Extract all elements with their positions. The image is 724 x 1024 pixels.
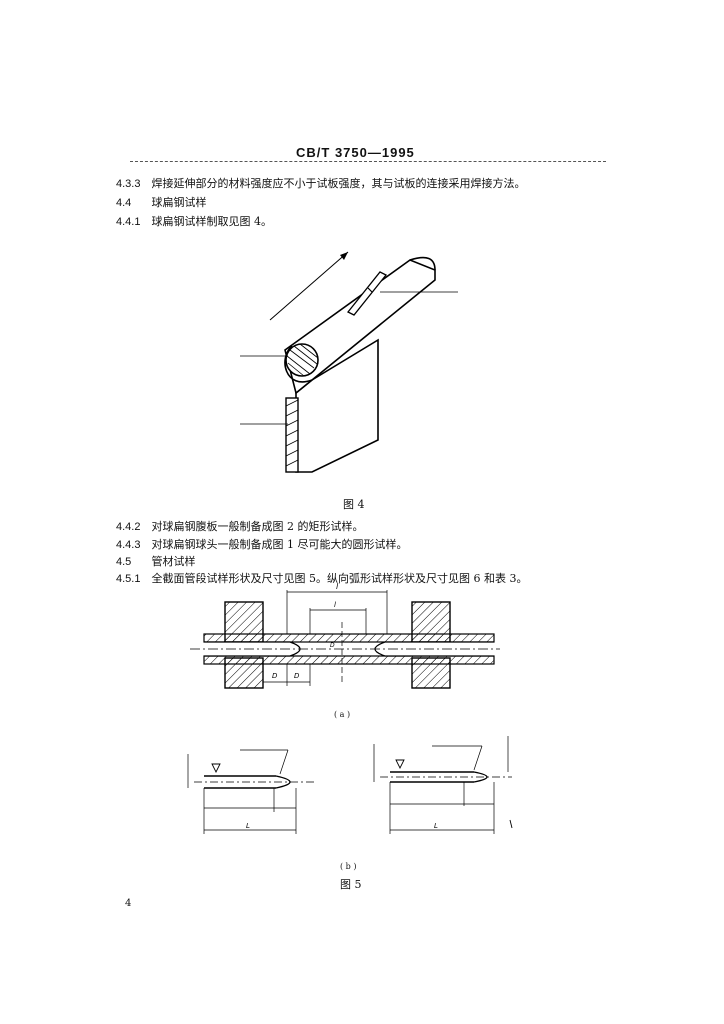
- paragraph-4-3-3: 4.3.3 焊接延伸部分的材料强度应不小于试板强度，其与试板的连接采用焊接方法。: [116, 175, 526, 191]
- standard-code: CB/T 3750—1995: [296, 145, 415, 160]
- impact-specimen: [346, 271, 388, 316]
- figure-4-drawing: [240, 251, 458, 473]
- clause-text: 焊接延伸部分的材料强度应不小于试板强度，其与试板的连接采用焊接方法。: [151, 177, 526, 190]
- clause-text: 全截面管段试样形状及尺寸见图 5。纵向弧形试样形状及尺寸见图 6 和表 3。: [151, 572, 528, 585]
- dim-l: l: [336, 582, 339, 591]
- clause-text: 球扁钢试样制取见图 4。: [151, 215, 273, 228]
- round-specimen: [285, 343, 319, 377]
- rolling-direction-arrow: [269, 251, 349, 321]
- dim-d0-right: D: [294, 672, 300, 680]
- clause-text: 管材试样: [151, 555, 196, 568]
- paragraph-4-4-3: 4.4.3 对球扁钢球头一般制备成图 1 尽可能大的圆形试样。: [116, 536, 408, 552]
- rect-specimen: [285, 397, 299, 473]
- clause-number: 4.3.3: [116, 178, 141, 190]
- tube-wall-top: [203, 633, 495, 643]
- clause-number: 4.5.1: [116, 573, 141, 585]
- paragraph-4-5-1: 4.5.1 全截面管段试样形状及尺寸见图 5。纵向弧形试样形状及尺寸见图 6 和…: [116, 570, 527, 586]
- header-rule: [130, 161, 606, 162]
- dim-lc: l: [334, 601, 336, 609]
- dim-diameter: D: [330, 642, 335, 649]
- heading-4-4: 4.4 球扁钢试样: [116, 194, 207, 210]
- roughness-symbol: [395, 759, 405, 770]
- clause-number: 4.4.1: [116, 216, 141, 228]
- figure-5b-label: ( b ): [340, 862, 357, 871]
- figure-5a-label: ( a ): [334, 710, 351, 719]
- clause-text: 对球扁钢球头一般制备成图 1 尽可能大的圆形试样。: [151, 538, 408, 551]
- clause-text: 对球扁钢腹板一般制备成图 2 的矩形试样。: [151, 520, 364, 533]
- figure-4-caption: 图 4: [343, 498, 365, 511]
- page-number: 4: [125, 898, 132, 909]
- paragraph-4-4-2: 4.4.2 对球扁钢腹板一般制备成图 2 的矩形试样。: [116, 518, 364, 534]
- heading-4-5: 4.5 管材试样: [116, 553, 196, 569]
- paragraph-4-4-1: 4.4.1 球扁钢试样制取见图 4。: [116, 213, 272, 229]
- figure-5-caption: 图 5: [340, 878, 362, 891]
- dim-lt: L: [434, 822, 438, 830]
- clause-text: 球扁钢试样: [151, 196, 207, 209]
- tube-wall-bottom: [203, 655, 495, 665]
- clause-number: 4.5: [116, 556, 132, 568]
- roughness-symbol: [211, 763, 221, 774]
- clause-number: 4.4.3: [116, 539, 141, 551]
- figure-5b-left-drawing: L: [187, 749, 316, 834]
- clause-number: 4.4: [116, 197, 132, 209]
- clause-number: 4.4.2: [116, 521, 141, 533]
- flange-curve: [409, 256, 436, 271]
- figure-5a-drawing: l l D D D: [190, 582, 500, 689]
- dim-lt: L: [246, 822, 250, 830]
- dim-d0-left: D: [272, 672, 278, 680]
- figure-5b-right-drawing: L: [373, 736, 513, 834]
